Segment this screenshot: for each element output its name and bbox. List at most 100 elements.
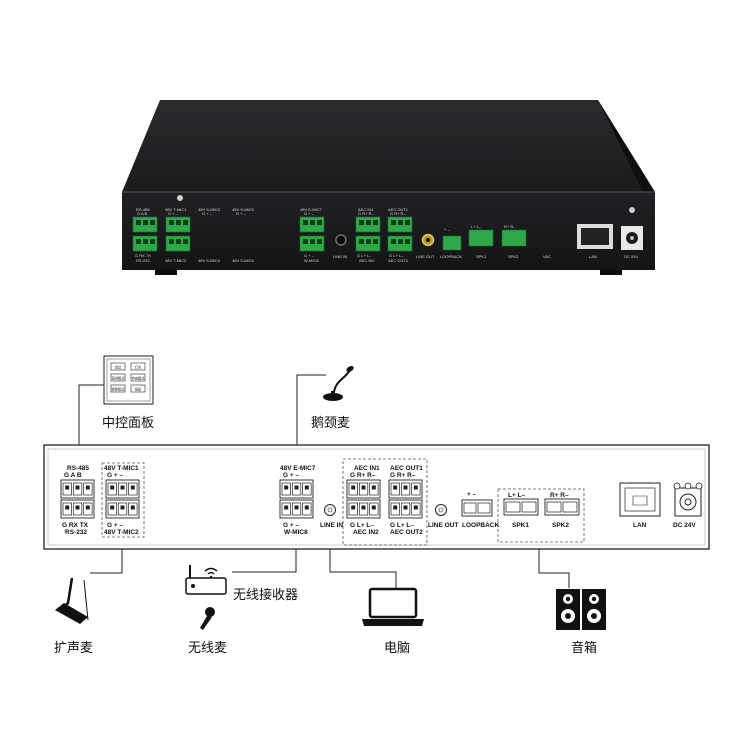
panel-label-tmic2-pins: G + – bbox=[107, 522, 123, 529]
panel-label-emic7-pins: G + – bbox=[283, 472, 299, 479]
photo-line-in-jack bbox=[335, 234, 347, 246]
photo-label-smic3-pins: G + – bbox=[202, 211, 213, 216]
photo-label-aec-in2: AEC IN2 bbox=[359, 258, 375, 263]
wmic8-terminal bbox=[279, 499, 314, 519]
tmic1-terminal bbox=[105, 479, 140, 499]
wireless-mic-icon bbox=[200, 607, 215, 630]
panel-label-line-out: LINE OUT bbox=[428, 522, 458, 529]
panel-label-spk1-pins: L+ L– bbox=[508, 492, 526, 499]
emic7-terminal bbox=[279, 479, 314, 499]
photo-label-loopback-pins: + – bbox=[444, 227, 450, 232]
spk2-terminal bbox=[544, 498, 580, 516]
computer-icon bbox=[362, 587, 424, 626]
photo-label-tmic1: 48V T-MIC1 bbox=[165, 207, 187, 212]
photo-label-line-in: LINE IN bbox=[333, 254, 347, 259]
wireless-receiver-icon bbox=[185, 565, 227, 595]
caption-speaker: 音箱 bbox=[571, 641, 598, 656]
control-key-3: 演讲模式 bbox=[112, 376, 126, 381]
panel-label-tmic2: 48V T-MIC2 bbox=[104, 529, 139, 536]
panel-label-wmic8: W-MIC8 bbox=[284, 529, 308, 536]
caption-control-panel: 中控面板 bbox=[102, 416, 155, 431]
panel-label-rs232: RS-232 bbox=[65, 529, 87, 536]
rs232-terminal bbox=[60, 499, 95, 519]
panel-label-rs485: RS-485 bbox=[67, 465, 89, 472]
photo-label-dc: DC 24V bbox=[624, 254, 638, 259]
caption-gooseneck-mic: 鹅颈麦 bbox=[311, 416, 351, 431]
panel-label-emic7: 48V E-MIC7 bbox=[280, 465, 316, 472]
control-key-5: 视频模式 bbox=[112, 387, 126, 392]
panel-label-aec-in2: AEC IN2 bbox=[353, 529, 379, 536]
spk1-terminal bbox=[503, 498, 539, 516]
line-control-panel bbox=[78, 384, 104, 467]
panel-label-spk2: SPK2 bbox=[552, 522, 569, 529]
control-key-6: 投影 bbox=[135, 387, 142, 392]
rs485-terminal bbox=[60, 479, 95, 499]
photo-label-tmic2: 48V T-MIC2 bbox=[165, 258, 187, 263]
gooseneck-mic-icon bbox=[323, 366, 354, 401]
aec-in2-terminal bbox=[346, 499, 381, 519]
control-panel-icon: 会议 灯光 演讲模式 自由模式 视频模式 投影 bbox=[103, 355, 154, 405]
panel-label-aec-out2-pins: G L+ L– bbox=[390, 522, 414, 529]
photo-label-spk2-pins: R+ R– bbox=[504, 224, 516, 229]
panel-label-spk1: SPK1 bbox=[512, 522, 529, 529]
photo-label-wmic8: W-MIC8 bbox=[304, 258, 319, 263]
panel-label-rs485-pins: G A B bbox=[64, 472, 82, 479]
photo-label-rs232-pins: G RX TX bbox=[135, 253, 151, 258]
photo-label-spk1-pins: L+ L– bbox=[471, 224, 482, 229]
panel-label-aec-in1-pins: G R+ R– bbox=[350, 472, 376, 479]
control-key-2: 灯光 bbox=[135, 365, 142, 370]
panel-label-aec-out2: AEC OUT2 bbox=[390, 529, 423, 536]
photo-label-lan: LAN bbox=[589, 254, 597, 259]
terminal-blocks bbox=[60, 479, 580, 519]
aec-in1-terminal bbox=[346, 479, 381, 499]
photo-label-loopback: LOOPBACK bbox=[440, 254, 462, 259]
line-gooseneck bbox=[296, 374, 326, 467]
photo-label-smic5-pins: G + – bbox=[236, 211, 247, 216]
control-key-1: 会议 bbox=[115, 365, 122, 370]
photo-label-line-out: LINE OUT bbox=[416, 254, 435, 259]
photo-label-rs485-pins: G A B bbox=[137, 211, 148, 216]
aec-out1-terminal bbox=[388, 479, 423, 499]
tmic2-terminal bbox=[105, 499, 140, 519]
panel-label-rs232-pins: G RX TX bbox=[62, 522, 89, 529]
photo-label-emic7-pins: G + – bbox=[304, 211, 315, 216]
panel-label-line-in: LINE IN bbox=[320, 522, 343, 529]
ground-screw-icon bbox=[177, 195, 183, 201]
photo-label-rs485: RS-485 bbox=[136, 207, 150, 212]
photo-label-vac: VAC bbox=[543, 254, 551, 259]
panel-label-tmic1: 48V T-MIC1 bbox=[104, 465, 139, 472]
boundary-mic-icon bbox=[55, 577, 89, 624]
aec-out2-terminal bbox=[388, 499, 423, 519]
caption-computer: 电脑 bbox=[384, 641, 411, 656]
panel-label-spk2-pins: R+ R– bbox=[550, 492, 569, 499]
caption-wireless-receiver: 无线接收器 bbox=[233, 588, 299, 603]
panel-label-aec-out1: AEC OUT1 bbox=[390, 465, 423, 472]
line-speakers bbox=[538, 543, 570, 588]
panel-label-aec-in1: AEC IN1 bbox=[354, 465, 380, 472]
product-photo: RS-485 G A B G RX TX RS-232 48V T-MIC1 G… bbox=[122, 100, 655, 275]
photo-label-emic7: 48V E-MIC7 bbox=[300, 207, 323, 212]
photo-label-aec-out1: AEC OUT1 bbox=[388, 207, 409, 212]
photo-label-wmic8-pins: G + – bbox=[304, 253, 315, 258]
panel-label-loopback: LOOPBACK bbox=[462, 522, 500, 529]
panel-label-tmic1-pins: G + – bbox=[107, 472, 123, 479]
panel-label-lan: LAN bbox=[633, 522, 647, 529]
photo-label-aec-out2-pins: G L+ L– bbox=[389, 253, 404, 258]
photo-label-aec-in1-pins: G R+ R– bbox=[358, 211, 374, 216]
photo-label-aec-out2: AEC OUT2 bbox=[388, 258, 409, 263]
dashed-groups bbox=[101, 458, 585, 546]
photo-label-aec-in2-pins: G L+ L– bbox=[357, 253, 372, 258]
photo-label-tmic1-pins: G + – bbox=[168, 211, 179, 216]
photo-label-spk2: SPK2 bbox=[508, 254, 519, 259]
photo-label-aec-in1: AEC IN1 bbox=[358, 207, 374, 212]
caption-wireless-mic: 无线麦 bbox=[188, 641, 228, 656]
photo-label-smic5: 48V S-MIC5 bbox=[232, 207, 255, 212]
photo-label-smic6: 48V S-MIC6 bbox=[232, 258, 255, 263]
photo-label-rs232: RS-232 bbox=[136, 258, 150, 263]
device-top-surface bbox=[122, 100, 655, 192]
speakers-icon bbox=[556, 589, 606, 630]
photo-label-aec-out1-pins: G R+ R– bbox=[390, 211, 406, 216]
panel-label-aec-out1-pins: G R+ R– bbox=[390, 472, 416, 479]
caption-boundary-mic: 扩声麦 bbox=[54, 641, 94, 656]
panel-label-aec-in2-pins: G L+ L– bbox=[350, 522, 374, 529]
